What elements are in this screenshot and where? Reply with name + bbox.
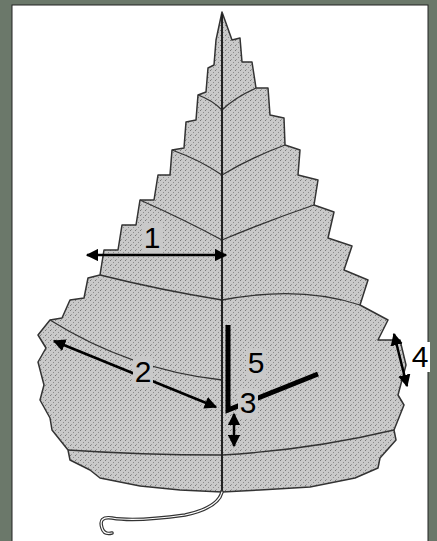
width-arrow	[87, 254, 226, 257]
petiole-inner	[101, 492, 222, 533]
callout-number: 1	[142, 223, 163, 253]
tooth-arrow	[394, 334, 407, 386]
callout-number: 4	[410, 342, 431, 372]
vein-distance-arrow	[233, 414, 236, 446]
midrib	[221, 14, 223, 492]
measure-arrows	[54, 255, 407, 446]
white-panel	[12, 5, 428, 541]
callout-number: 5	[246, 348, 267, 378]
vein-length-arrow	[54, 341, 216, 407]
callout-number: 2	[133, 357, 154, 387]
callout-number: 3	[238, 388, 259, 418]
petiole	[101, 492, 222, 533]
leaf-blade	[38, 12, 406, 492]
